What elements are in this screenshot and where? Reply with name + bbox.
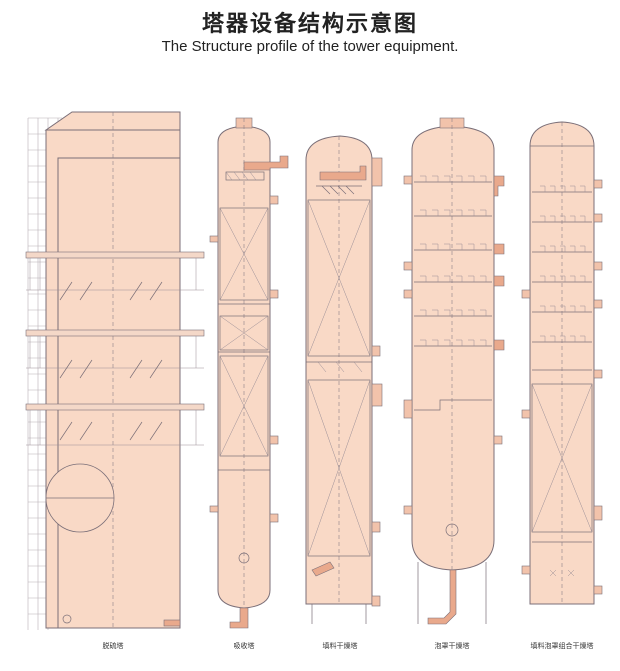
- page-title: 塔器设备结构示意图: [201, 12, 418, 37]
- bubble-cap-drying-tower: 泡罩干燥塔: [403, 117, 505, 650]
- desulfurization-tower: 脱硫塔: [25, 111, 205, 650]
- caption-bubble-cap-drying-tower: 泡罩干燥塔: [435, 641, 470, 650]
- combined-bubble-cap-trays: [532, 185, 592, 343]
- caption-absorption-tower: 吸收塔: [234, 641, 255, 650]
- platform-3: [25, 403, 205, 446]
- bubble-cap-trays: [414, 175, 492, 347]
- absorption-tower: 吸收塔: [209, 117, 289, 650]
- caption-combined-drying-tower: 填料泡罩组合干燥塔: [531, 641, 594, 650]
- page-subtitle: The Structure profile of the tower equip…: [161, 38, 459, 55]
- bubble-cap-shell: [411, 125, 495, 571]
- caption-desulfurization-tower: 脱硫塔: [103, 641, 124, 650]
- caption-packed-drying-tower: 填料干燥塔: [323, 641, 358, 650]
- drain-port-icon: [62, 614, 72, 624]
- packed-bubble-cap-combined-drying-tower: 填料泡罩组合干燥塔: [521, 121, 603, 650]
- packed-drying-tower: 填料干燥塔: [305, 135, 383, 650]
- platform-2: [25, 329, 205, 379]
- platform-1: [25, 251, 205, 301]
